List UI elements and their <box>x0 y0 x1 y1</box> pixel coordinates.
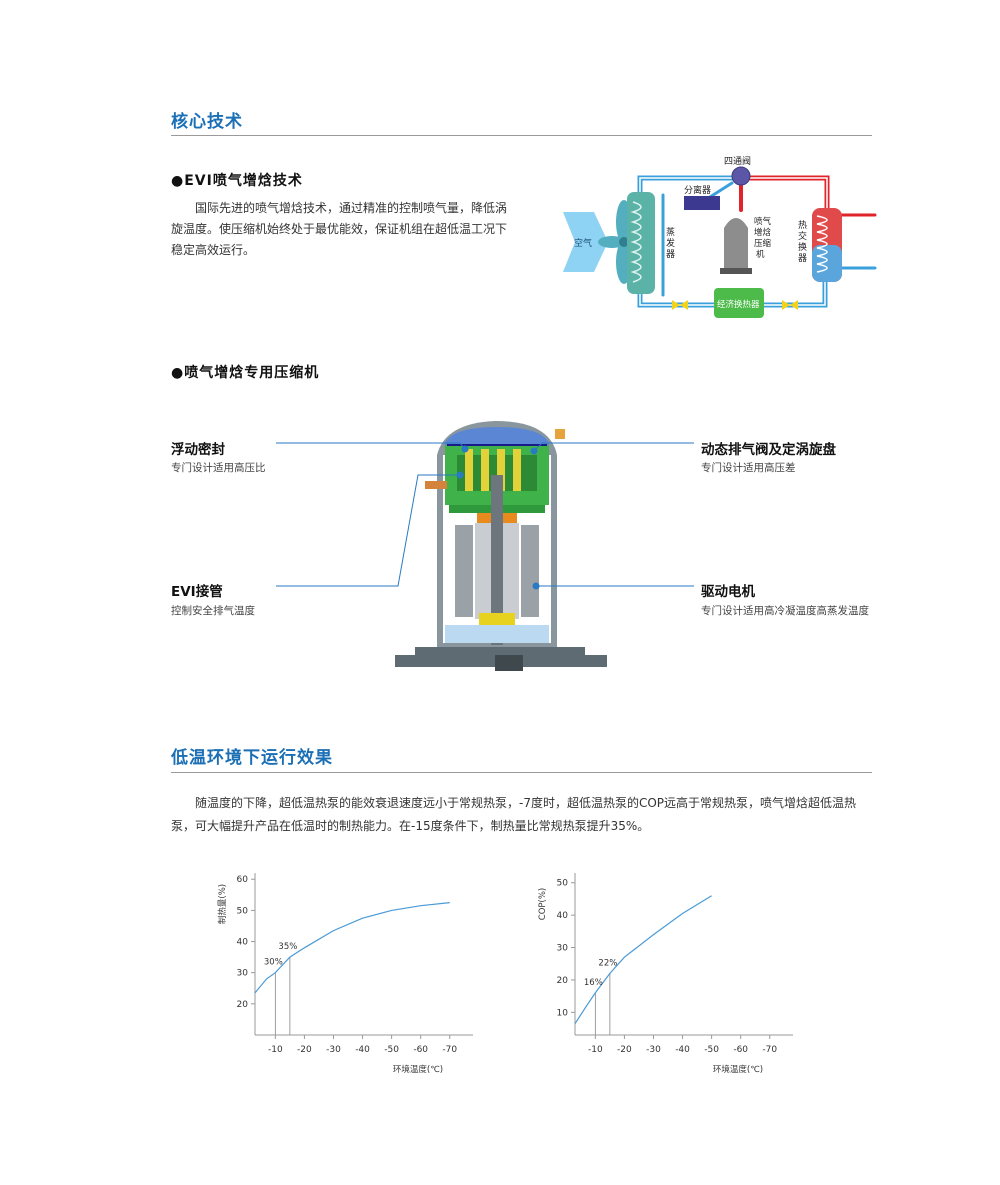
callout-floating-seal-title: 浮动密封 <box>171 442 225 458</box>
expansion-valve-icon <box>782 300 798 310</box>
evaporator-label: 蒸发器 <box>666 226 675 260</box>
y-tick-label: 30 <box>237 969 249 979</box>
compressor-cutaway-illustration <box>395 421 607 671</box>
annotation-label: 16% <box>584 978 603 988</box>
callout-floating-seal-desc: 专门设计适用高压比 <box>171 462 266 474</box>
air-label: 空气 <box>574 237 592 249</box>
callout-dynamic-valve-title: 动态排气阀及定涡旋盘 <box>701 442 836 458</box>
x-tick-label: -50 <box>704 1045 719 1055</box>
x-tick-label: -70 <box>762 1045 777 1055</box>
series-line <box>574 895 712 1025</box>
x-tick-label: -40 <box>355 1045 370 1055</box>
y-axis-label: 制热量(%) <box>217 884 228 924</box>
cop-chart: 10 20 30 40 50 -10 -20 -30 -40 -50 -60 -70 COP(%) 环境温… <box>538 873 793 1075</box>
y-tick-label: 20 <box>237 1000 249 1010</box>
separator-label: 分离器 <box>684 184 711 196</box>
callout-evi-pipe-title: EVI接管 <box>171 584 223 600</box>
y-tick-label: 30 <box>557 944 569 954</box>
x-tick-label: -10 <box>268 1045 283 1055</box>
evi-paragraph: 国际先进的喷气增焓技术，通过精准的控制喷气量，降低涡旋温度。使压缩机始终处于最优… <box>171 201 508 257</box>
evi-title: ●EVI喷气增焓技术 <box>171 173 303 189</box>
x-tick-label: -30 <box>646 1045 661 1055</box>
four-way-valve-label: 四通阀 <box>724 156 751 167</box>
economizer-label: 经济换热器 <box>717 299 760 310</box>
low-temp-paragraph: 随温度的下降，超低温热泵的能效衰退速度远小于常规热泵，-7度时，超低温热泵的CO… <box>171 796 857 833</box>
y-axis-label: COP(%) <box>538 888 548 920</box>
x-tick-label: -10 <box>588 1045 603 1055</box>
annotation-label: 35% <box>278 942 297 952</box>
series-line <box>254 902 450 994</box>
annotation-label: 22% <box>598 958 617 968</box>
y-tick-label: 40 <box>237 938 249 948</box>
x-axis-label: 环境温度(℃) <box>393 1064 443 1075</box>
economizer <box>714 288 764 318</box>
evaporator-coil <box>627 192 655 294</box>
callout-motor-desc: 专门设计适用高冷凝温度高蒸发温度 <box>701 605 869 617</box>
x-tick-label: -70 <box>442 1045 457 1055</box>
x-tick-label: -60 <box>733 1045 748 1055</box>
x-tick-label: -20 <box>297 1045 312 1055</box>
evi-schematic-diagram: 蒸发器 四通阀 分离器 喷气增焓压缩机 热交换器 经济换热器 空气 <box>563 156 877 318</box>
y-tick-label: 60 <box>237 875 249 885</box>
x-tick-label: -60 <box>413 1045 428 1055</box>
callout-dynamic-valve-desc: 专门设计适用高压差 <box>701 462 796 474</box>
annotation-label: 30% <box>264 958 283 968</box>
x-axis-label: 环境温度(℃) <box>713 1064 763 1075</box>
heating-capacity-chart: 20 30 40 50 60 -10 -20 -30 -40 -50 -60 -70 制热量(%) 环境温… <box>217 873 473 1075</box>
fan-icon <box>598 200 632 284</box>
section-title-core-tech: 核心技术 <box>171 112 243 132</box>
y-tick-label: 20 <box>557 976 569 986</box>
x-tick-label: -50 <box>384 1045 399 1055</box>
expansion-valve-icon <box>672 300 688 310</box>
heat-exchanger-label: 热交换器 <box>798 219 807 264</box>
x-tick-label: -40 <box>675 1045 690 1055</box>
compressor-section-title: ●喷气增焓专用压缩机 <box>171 365 320 381</box>
separator <box>684 196 720 210</box>
y-tick-label: 10 <box>557 1008 569 1018</box>
four-way-valve <box>731 166 751 186</box>
y-tick-label: 40 <box>557 911 569 921</box>
air-arrow <box>563 212 608 272</box>
y-tick-label: 50 <box>237 906 249 916</box>
section-title-low-temp: 低温环境下运行效果 <box>171 748 333 768</box>
section-divider <box>171 135 872 136</box>
y-tick-label: 50 <box>557 879 569 889</box>
callout-motor-title: 驱动电机 <box>701 584 755 600</box>
x-tick-label: -30 <box>326 1045 341 1055</box>
callout-evi-pipe-desc: 控制安全排气温度 <box>171 605 255 617</box>
compressor-label: 喷气增焓压缩机 <box>754 216 772 260</box>
section-divider <box>171 772 872 773</box>
callout-lines <box>276 442 694 590</box>
x-tick-label: -20 <box>617 1045 632 1055</box>
compressor-unit <box>724 218 748 270</box>
